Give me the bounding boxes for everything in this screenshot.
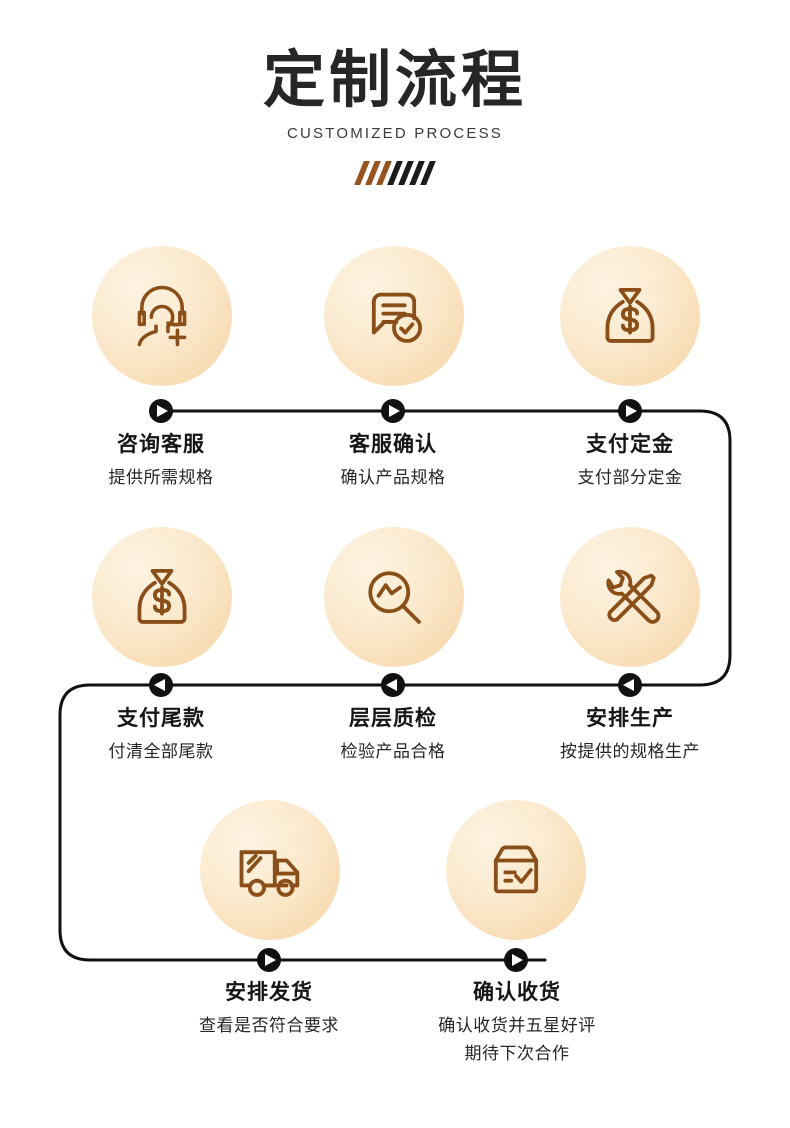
step-title: 安排生产 — [586, 707, 674, 730]
delivery-truck-icon — [239, 850, 300, 897]
page-subtitle: CUSTOMIZED PROCESS — [286, 125, 503, 143]
page-title: 定制流程 — [262, 46, 527, 115]
slash-divider — [335, 142, 455, 186]
step-title: 支付尾款 — [117, 707, 205, 730]
step-title: 咨询客服 — [117, 433, 205, 456]
step-title: 客服确认 — [349, 433, 437, 456]
step-icon-circle-8 — [446, 800, 586, 940]
step-label-4: 支付尾款 付清全部尾款 — [36, 706, 286, 765]
step-label-1: 咨询客服 提供所需规格 — [36, 432, 286, 491]
flow-arrow-marker — [257, 948, 281, 972]
flow-arrow-marker — [618, 673, 642, 697]
step-desc: 确认产品规格 — [340, 468, 446, 488]
flow-arrow-marker — [149, 673, 173, 697]
step-icon-circle-3 — [560, 246, 700, 386]
headset-user-add-icon — [137, 285, 187, 347]
flow-arrow-marker — [149, 399, 173, 423]
flow-arrow-marker — [618, 399, 642, 423]
step-title: 安排发货 — [225, 981, 313, 1004]
money-bag-icon — [137, 568, 187, 624]
step-icon-circle-5 — [324, 527, 464, 667]
flow-arrow-marker — [504, 948, 528, 972]
page-header: 定制流程 CUSTOMIZED PROCESS — [0, 0, 790, 186]
package-check-icon — [493, 845, 539, 894]
step-icon-circle-7 — [200, 800, 340, 940]
money-bag-icon — [605, 287, 655, 343]
step-label-3: 支付定金 支付部分定金 — [505, 432, 755, 491]
step-desc: 提供所需规格 — [108, 468, 214, 488]
step-icon-circle-4 — [92, 527, 232, 667]
flow-arrow-marker — [381, 399, 405, 423]
step-desc: 按提供的规格生产 — [560, 742, 700, 762]
wrench-screwdriver-icon — [606, 569, 661, 624]
step-desc: 查看是否符合要求 — [199, 1016, 339, 1036]
step-desc: 确认收货并五星好评 — [438, 1016, 596, 1036]
step-desc: 付清全部尾款 — [108, 742, 214, 762]
step-title: 支付定金 — [586, 433, 674, 456]
magnifier-chart-icon — [368, 571, 421, 624]
step-label-8: 确认收货 确认收货并五星好评 期待下次合作 — [392, 980, 642, 1066]
step-title: 确认收货 — [473, 981, 561, 1004]
step-label-6: 安排生产 按提供的规格生产 — [505, 706, 755, 765]
step-icon-circle-2 — [324, 246, 464, 386]
flow-arrow-marker — [381, 673, 405, 697]
step-label-5: 层层质检 检验产品合格 — [268, 706, 518, 765]
step-desc-second-line: 期待下次合作 — [464, 1043, 570, 1063]
document-check-icon — [371, 292, 423, 343]
step-icon-circle-6 — [560, 527, 700, 667]
step-desc: 检验产品合格 — [340, 742, 446, 762]
step-desc: 支付部分定金 — [577, 468, 683, 488]
step-label-7: 安排发货 查看是否符合要求 — [144, 980, 394, 1039]
step-icon-circle-1 — [92, 246, 232, 386]
step-title: 层层质检 — [349, 707, 437, 730]
step-label-2: 客服确认 确认产品规格 — [268, 432, 518, 491]
